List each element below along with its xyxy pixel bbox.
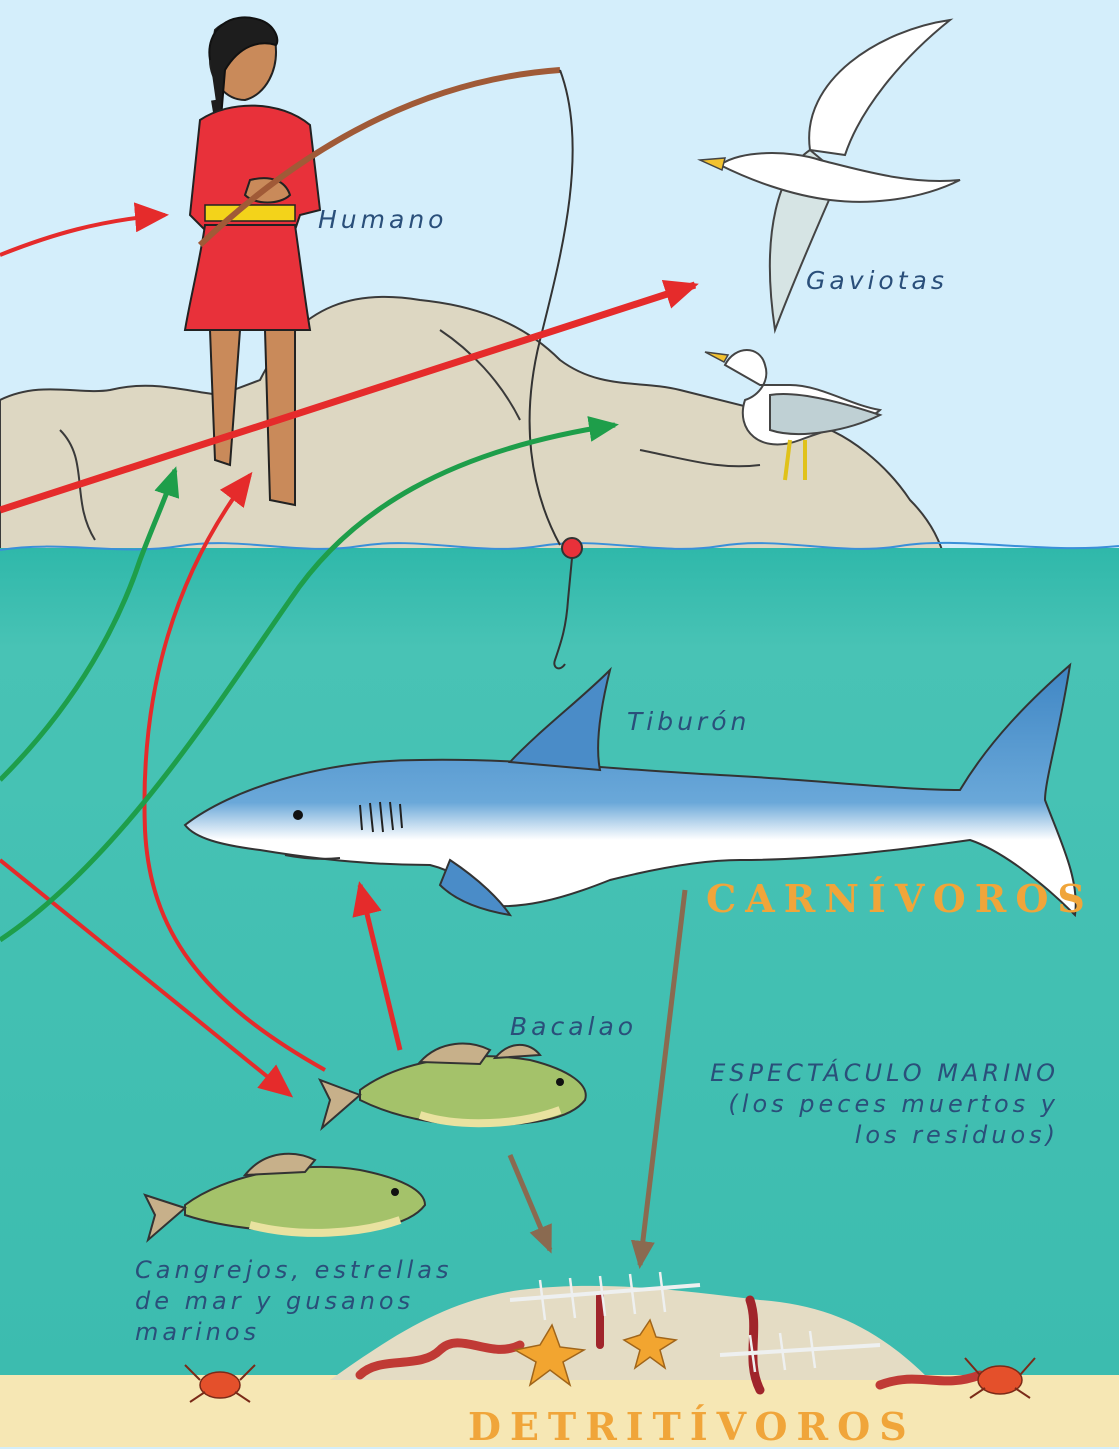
detritivores-title: DETRITÍVOROS xyxy=(468,1404,916,1449)
shark-label: Tiburón xyxy=(627,707,750,736)
sea-water xyxy=(0,548,1119,1378)
cod-label: Bacalao xyxy=(510,1012,637,1041)
marine-show-line-2: (los peces muertos y xyxy=(710,1089,1059,1120)
bottom-dwellers-line-1: Cangrejos, estrellas xyxy=(135,1255,453,1286)
human-label: Humano xyxy=(318,205,447,234)
marine-show-label: ESPECTÁCULO MARINO (los peces muertos y … xyxy=(710,1058,1059,1151)
carnivores-title: CARNÍVOROS xyxy=(706,876,1094,921)
sea-worm-icon xyxy=(880,1375,980,1385)
bottom-dwellers-label: Cangrejos, estrellas de mar y gusanos ma… xyxy=(135,1255,453,1348)
gulls-label: Gaviotas xyxy=(806,266,948,295)
marine-show-line-1: ESPECTÁCULO MARINO xyxy=(710,1058,1059,1089)
bottom-dwellers-line-2: de mar y gusanos xyxy=(135,1286,453,1317)
fishing-bobber-icon xyxy=(562,538,582,558)
marine-show-line-3: los residuos) xyxy=(710,1120,1059,1151)
bottom-dwellers-line-3: marinos xyxy=(135,1317,453,1348)
